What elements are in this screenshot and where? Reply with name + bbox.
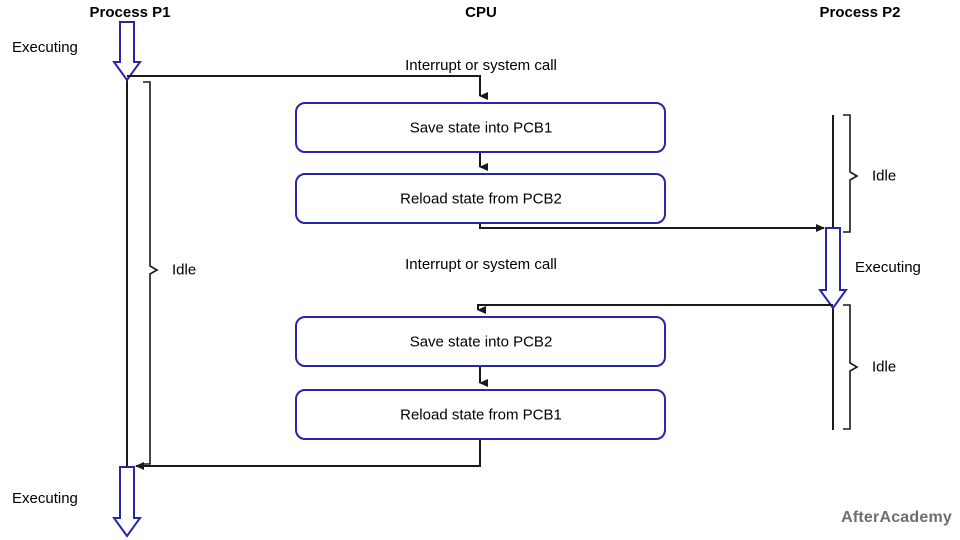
box-save-state-pcb2[interactable] — [295, 316, 666, 367]
p1-idle-bracket — [143, 81, 159, 465]
connector-reload-pcb1-to-p1 — [135, 439, 481, 470]
connector-p2-to-save-pcb2 — [477, 304, 833, 314]
connector-p1-to-save-pcb1 — [127, 75, 488, 100]
edge-label-interrupt-top: Interrupt or system call — [405, 57, 557, 74]
state-label-p1-executing-top: Executing — [12, 39, 78, 56]
state-label-p1-executing-bottom: Executing — [12, 490, 78, 507]
box-label-save-state-pcb1: Save state into PCB1 — [409, 119, 553, 137]
p1-executing-arrow-top — [112, 21, 142, 82]
bracket-label-p1-idle: Idle — [172, 261, 197, 279]
connector-reload-pcb2-to-p2 — [479, 223, 825, 232]
column-title-cpu: CPU — [465, 4, 497, 21]
column-title-process-p2: Process P2 — [819, 4, 901, 21]
bracket-label-p2-idle-bottom: Idle — [872, 358, 897, 376]
box-label-reload-state-pcb2: Reload state from PCB2 — [400, 190, 562, 208]
p2-idle-bracket-bottom — [843, 304, 859, 430]
p2-executing-arrow — [818, 227, 848, 310]
column-title-process-p1: Process P1 — [89, 4, 171, 21]
box-save-state-pcb1[interactable] — [295, 102, 666, 153]
p1-executing-arrow-bottom — [112, 466, 142, 538]
box-label-reload-state-pcb1: Reload state from PCB1 — [400, 406, 562, 424]
edge-label-interrupt-middle: Interrupt or system call — [405, 256, 557, 273]
box-reload-state-pcb2[interactable] — [295, 173, 666, 224]
p2-idle-bracket-top — [843, 114, 859, 233]
state-label-p2-executing: Executing — [855, 259, 921, 276]
box-label-save-state-pcb2: Save state into PCB2 — [409, 333, 553, 351]
box-reload-state-pcb1[interactable] — [295, 389, 666, 440]
bracket-label-p2-idle-top: Idle — [872, 167, 897, 185]
watermark-afteracademy: AfterAcademy — [841, 509, 952, 526]
